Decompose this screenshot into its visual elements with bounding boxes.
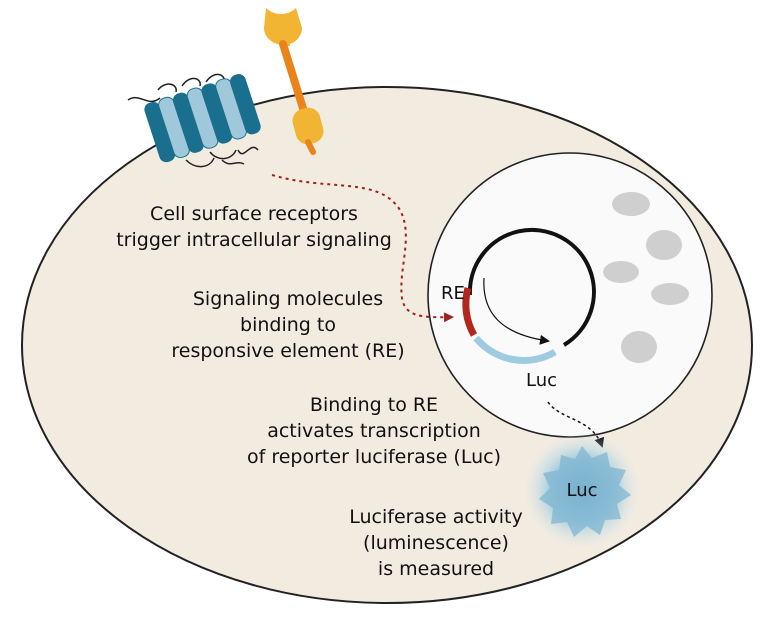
binding-label-line1: Binding to RE: [310, 394, 438, 416]
receptors-label-line1: Cell surface receptors: [150, 203, 358, 225]
measure-label-line1: Luciferase activity: [349, 506, 523, 528]
binding-label-line3: of reporter luciferase (Luc): [247, 446, 501, 468]
seven-transmembrane-receptor-icon: [127, 73, 261, 168]
signaling-label-line2: binding to: [240, 314, 336, 336]
reporter-plasmid-icon: [462, 227, 596, 364]
signal-arrow: [271, 174, 454, 323]
chromatin-spot: [603, 261, 639, 283]
signaling-label-line1: Signaling molecules: [193, 288, 383, 310]
chromatin-spot: [621, 331, 657, 363]
signaling-label-line3: responsive element (RE): [171, 340, 404, 362]
binding-label-line2: activates transcription: [267, 420, 481, 442]
chromatin-spots: [603, 192, 689, 363]
ligand-probe-icon: [264, 8, 324, 155]
luc-tag: Luc: [526, 370, 557, 391]
chromatin-spot: [612, 192, 650, 216]
measure-label-line2: (luminescence): [363, 532, 509, 554]
luc-glow-label: Luc: [566, 480, 597, 501]
re-tag: RE: [441, 283, 465, 304]
luminescence-glow-icon: [524, 432, 640, 548]
chromatin-spot: [646, 230, 682, 260]
luc-export-arrow: [547, 401, 605, 448]
chromatin-spot: [651, 283, 689, 305]
measure-label-line3: is measured: [378, 558, 494, 580]
receptors-label-line2: trigger intracellular signaling: [116, 229, 392, 251]
